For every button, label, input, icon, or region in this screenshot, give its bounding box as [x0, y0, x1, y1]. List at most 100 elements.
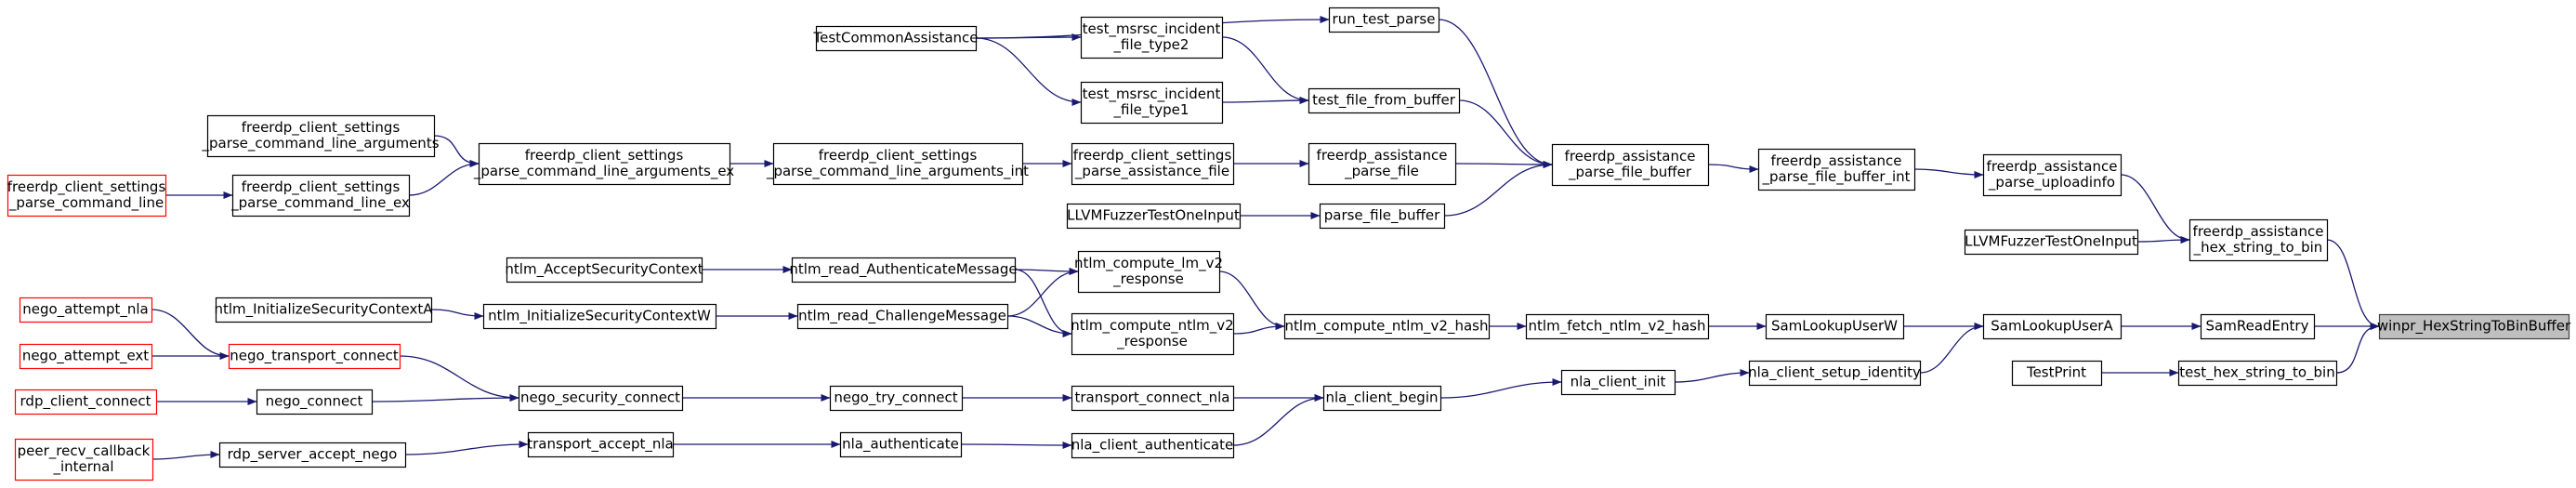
node-test-common[interactable]: TestCommonAssistance — [812, 25, 979, 52]
node-box — [1322, 385, 1442, 412]
node-sam-user-w[interactable]: SamLookupUserW — [1765, 313, 1905, 340]
edge-parse_buf_int-to-upload_info — [1913, 168, 1984, 178]
node-sam-read-entry[interactable]: SamReadEntry — [2200, 313, 2316, 340]
node-lm-resp[interactable]: ntlm_compute_lm_v2_response — [1074, 250, 1223, 294]
node-label: _parse_command_line_arguments_int — [766, 163, 1029, 180]
edge-client_init-to-setup_identity — [1674, 369, 1750, 383]
edge-setup_identity-to-sam_user_a — [1919, 323, 1984, 374]
node-box — [228, 343, 401, 370]
node-label: nego_attempt_nla — [22, 301, 149, 319]
node-upload-info[interactable]: freerdp_assistance_parse_uploadinfo — [1982, 153, 2123, 197]
node-cmd-ex[interactable]: freerdp_client_settings_parse_command_li… — [473, 142, 734, 186]
node-label: nego_try_connect — [834, 389, 957, 407]
node-label: ntlm_InitializeSecurityContextW — [488, 308, 711, 325]
node-box — [527, 431, 675, 458]
node-box — [19, 343, 153, 370]
node-parse-buf-int[interactable]: freerdp_assistance_parse_file_buffer_int — [1757, 148, 1916, 191]
edge-test_hex-to-hex_to_bin — [2335, 323, 2380, 374]
node-type1[interactable]: test_msrsc_incident_file_type1 — [1080, 81, 1224, 125]
node-attempt-ext[interactable]: nego_attempt_ext — [19, 343, 153, 370]
node-client-auth[interactable]: nla_client_authenticate — [1071, 432, 1235, 459]
node-read-auth[interactable]: ntlm_read_AuthenticateMessage — [789, 257, 1018, 284]
node-test-print[interactable]: TestPrint — [2011, 360, 2103, 387]
node-type2[interactable]: test_msrsc_incident_file_type2 — [1080, 16, 1224, 59]
node-accept-nla[interactable]: transport_accept_nla — [527, 431, 675, 458]
node-read-challenge[interactable]: ntlm_read_ChallengeMessage — [796, 303, 1009, 330]
edge-lm_resp-to-compute_hash — [1218, 270, 1285, 330]
node-settings-assist-file[interactable]: freerdp_client_settings_parse_assistance… — [1071, 142, 1235, 186]
edge-client_auth-to-client_begin — [1232, 394, 1324, 446]
node-nla-auth[interactable]: nla_authenticate — [839, 431, 963, 458]
node-label: _parse_command_line_arguments_ex — [473, 163, 734, 180]
node-cmd-line[interactable]: freerdp_client_settings_parse_command_li… — [7, 174, 167, 218]
node-client-init[interactable]: nla_client_init — [1560, 369, 1676, 396]
node-init-ctx-a[interactable]: ntlm_InitializeSecurityContextA — [214, 297, 433, 323]
node-label: test_hex_string_to_bin — [2179, 364, 2334, 382]
node-peer-recv[interactable]: peer_recv_callback_internal — [14, 438, 154, 481]
node-cmd-args[interactable]: freerdp_client_settings_parse_command_li… — [201, 114, 440, 158]
node-client-begin[interactable]: nla_client_begin — [1322, 385, 1442, 412]
node-try-connect[interactable]: nego_try_connect — [829, 385, 964, 412]
node-label: _response — [1116, 333, 1188, 350]
node-init-ctx-w[interactable]: ntlm_InitializeSecurityContextW — [482, 303, 717, 330]
node-cmd-int[interactable]: freerdp_client_settings_parse_command_li… — [766, 142, 1029, 186]
node-label: LLVMFuzzerTestOneInput — [1067, 207, 1240, 224]
node-label: test_msrsc_incident — [1083, 86, 1221, 103]
node-assist-parse-file[interactable]: freerdp_assistance_parse_file — [1308, 142, 1457, 186]
node-box — [1525, 313, 1710, 340]
node-setup-identity[interactable]: nla_client_setup_identity — [1748, 360, 1922, 387]
node-line-ex[interactable]: freerdp_client_settings_parse_command_li… — [230, 174, 411, 218]
node-test-file-from-buffer[interactable]: test_file_from_buffer — [1308, 87, 1461, 114]
node-box — [2177, 360, 2338, 387]
node-llvm-fuzzer-1[interactable]: LLVMFuzzerTestOneInput — [1066, 203, 1242, 230]
edge-transport_connect-to-sec_connect — [399, 355, 519, 402]
node-box — [231, 174, 411, 218]
edge-nego_connect-to-sec_connect — [371, 394, 519, 402]
node-label: transport_connect_nla — [1075, 389, 1230, 407]
node-label: _file_type2 — [1113, 36, 1189, 54]
node-run-test-parse[interactable]: run_test_parse — [1328, 7, 1440, 33]
node-server-nego[interactable]: rdp_server_accept_nego — [218, 442, 407, 468]
node-box — [2188, 218, 2329, 262]
node-box — [1551, 143, 1710, 187]
node-label: SamLookupUserA — [1991, 318, 2113, 335]
node-assist-hex[interactable]: freerdp_assistance_hex_string_to_bin — [2188, 218, 2329, 262]
node-connect-nla[interactable]: transport_connect_nla — [1071, 385, 1235, 412]
node-hex-to-bin[interactable]: winpr_HexStringToBinBuffer — [2377, 313, 2571, 340]
node-transport-connect[interactable]: nego_transport_connect — [228, 343, 401, 370]
node-test-hex[interactable]: test_hex_string_to_bin — [2177, 360, 2338, 387]
node-nego-connect[interactable]: nego_connect — [256, 389, 374, 415]
node-sec-connect[interactable]: nego_security_connect — [518, 385, 684, 412]
edge-upload_info-to-assist_hex — [2120, 174, 2190, 244]
node-compute-hash[interactable]: ntlm_compute_ntlm_v2_hash — [1283, 313, 1491, 340]
edge-type1-to-test_file_from_buffer — [1221, 97, 1309, 105]
node-rdp-connect[interactable]: rdp_client_connect — [14, 389, 158, 415]
node-label: freerdp_client_settings — [242, 178, 401, 196]
node-label: nla_client_authenticate — [1071, 437, 1234, 455]
node-llvm-fuzzer-2[interactable]: LLVMFuzzerTestOneInput — [1964, 229, 2139, 256]
node-label: _parse_command_line_arguments — [201, 135, 439, 152]
node-attempt-nla[interactable]: nego_attempt_nla — [19, 297, 153, 323]
node-label: _internal — [52, 458, 113, 476]
node-label: freerdp_assistance — [1317, 147, 1448, 165]
node-label: nla_authenticate — [842, 436, 959, 454]
node-accept-ctx[interactable]: ntlm_AcceptSecurityContext — [505, 257, 703, 284]
node-label: SamLookupUserW — [1771, 318, 1898, 335]
node-label: TestPrint — [2026, 364, 2086, 381]
node-label: _file_type1 — [1113, 101, 1189, 119]
edge-client_begin-to-client_init — [1439, 378, 1562, 399]
node-box — [218, 442, 407, 468]
node-label: _parse_assistance_file — [1074, 163, 1229, 180]
node-fetch-hash[interactable]: ntlm_fetch_ntlm_v2_hash — [1525, 313, 1710, 340]
node-label: freerdp_assistance — [2193, 223, 2324, 241]
node-ntlm-resp[interactable]: ntlm_compute_ntlm_v2_response — [1071, 312, 1235, 356]
node-sam-user-a[interactable]: SamLookupUserA — [1982, 313, 2123, 340]
node-box — [1328, 7, 1440, 33]
node-label: TestCommonAssistance — [812, 30, 978, 46]
node-box — [1066, 203, 1242, 230]
node-parse-file-buffer[interactable]: parse_file_buffer — [1319, 203, 1446, 230]
node-parse-buf[interactable]: freerdp_assistance_parse_file_buffer — [1551, 143, 1710, 187]
node-label: _hex_string_to_bin — [2193, 239, 2323, 257]
